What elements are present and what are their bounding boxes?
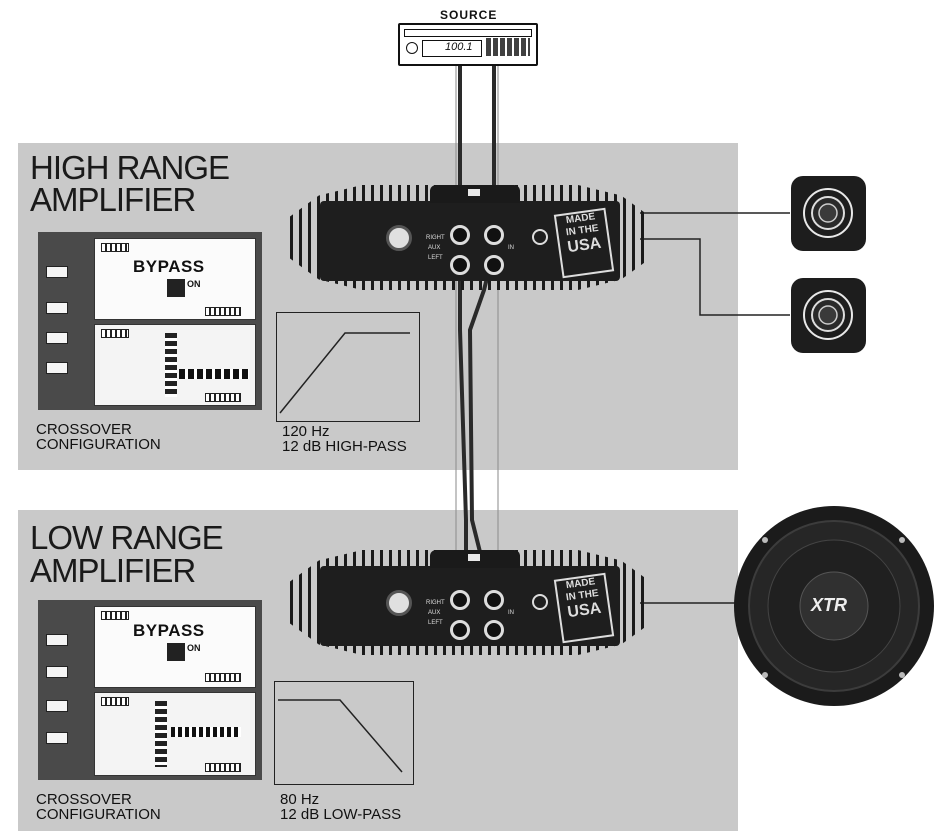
- speaker-wire-2: [640, 238, 790, 316]
- rca-right-in[interactable]: [484, 590, 504, 610]
- rca-left-aux[interactable]: [450, 255, 470, 275]
- high-range-title-line2: AMPLIFIER: [30, 181, 196, 218]
- low-range-title-line1: LOW RANGE: [30, 519, 224, 556]
- rca-right-aux[interactable]: [450, 590, 470, 610]
- speaker-1-icon: [791, 176, 866, 251]
- high-crossover-card: BYPASS ON: [38, 232, 262, 410]
- high-crossover-caption-2: CONFIGURATION: [36, 436, 161, 453]
- amp-body: [320, 566, 620, 646]
- radio-display: 100.1: [422, 40, 482, 57]
- remote-port-icon: [386, 225, 412, 251]
- low-on-label: ON: [187, 643, 201, 653]
- remote-port-icon: [386, 590, 412, 616]
- rca-left-aux[interactable]: [450, 620, 470, 640]
- rca-right-aux[interactable]: [450, 225, 470, 245]
- low-freq-label: 80 Hz: [280, 791, 320, 808]
- speaker-2-icon: [791, 278, 866, 353]
- low-crossover-caption-1: CROSSOVER: [36, 791, 132, 808]
- gain-knob-icon[interactable]: [532, 594, 548, 610]
- high-bypass-jumper[interactable]: [167, 279, 185, 297]
- low-crossover-caption-2: CONFIGURATION: [36, 806, 161, 823]
- low-crossover-card: BYPASS ON: [38, 600, 262, 780]
- made-in-usa-badge: MADE IN THE USA: [553, 572, 615, 644]
- rca-right-in[interactable]: [484, 225, 504, 245]
- low-filter-label: 12 dB LOW-PASS: [280, 806, 402, 823]
- source-head-unit: 100.1: [398, 23, 538, 66]
- amp-body: [320, 201, 620, 281]
- low-pass-graph: [274, 681, 414, 785]
- high-on-label: ON: [187, 279, 201, 289]
- rca-left-in[interactable]: [484, 255, 504, 275]
- rca-left-in[interactable]: [484, 620, 504, 640]
- high-freq-label: 120 Hz: [282, 423, 330, 440]
- low-range-title-line2: AMPLIFIER: [30, 552, 196, 589]
- source-cable-right: [467, 62, 496, 601]
- high-amplifier: RIGHT AUX LEFT IN MADE IN THE USA: [290, 185, 650, 290]
- high-pass-graph: [276, 312, 420, 422]
- high-pass-curve: [279, 332, 410, 414]
- indicator-led: [468, 554, 480, 561]
- low-bypass-label: BYPASS: [133, 621, 205, 640]
- high-range-title-line1: HIGH RANGE: [30, 149, 230, 186]
- subwoofer-icon: [734, 506, 934, 706]
- subwoofer-logo: XTR: [811, 595, 847, 615]
- gain-knob-icon[interactable]: [532, 229, 548, 245]
- high-crossover-caption-1: CROSSOVER: [36, 421, 132, 438]
- source-cable-left: [458, 62, 471, 600]
- preset-buttons: [486, 38, 530, 56]
- indicator-led: [468, 189, 480, 196]
- made-in-usa-badge: MADE IN THE USA: [553, 207, 615, 279]
- source-label: SOURCE: [440, 8, 498, 22]
- high-filter-label: 12 dB HIGH-PASS: [282, 438, 407, 455]
- high-bypass-label: BYPASS: [133, 257, 205, 276]
- low-bypass-jumper[interactable]: [167, 643, 185, 661]
- low-amplifier: RIGHT AUX LEFT IN MADE IN THE USA: [290, 550, 650, 655]
- power-knob-icon: [406, 42, 418, 54]
- low-pass-curve: [278, 699, 403, 773]
